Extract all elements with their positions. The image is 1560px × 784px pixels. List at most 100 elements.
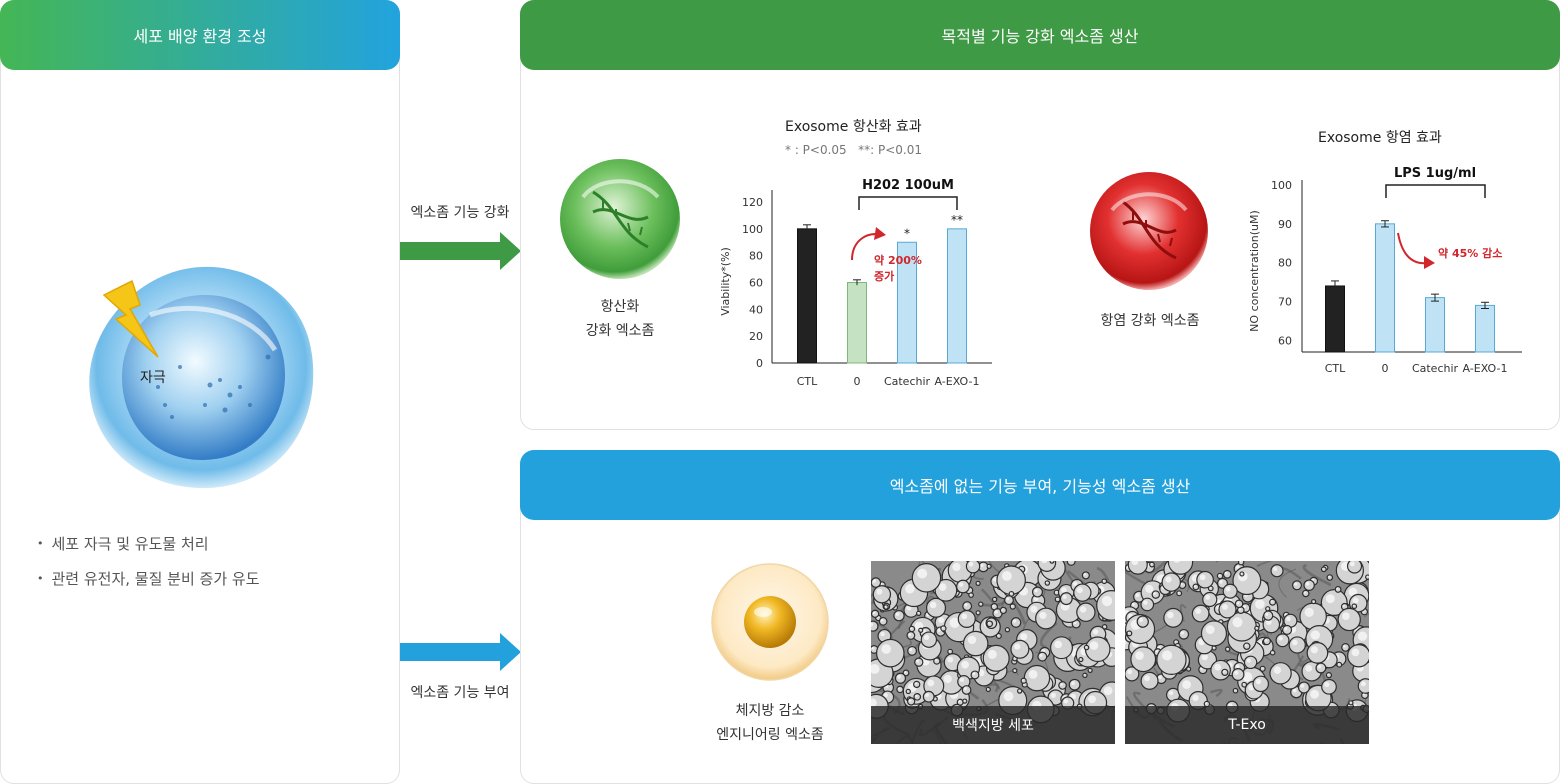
- micrograph-droplet-highlight: [1020, 633, 1028, 641]
- micrograph-lipid-droplet: [1167, 561, 1194, 575]
- micrograph-droplet-highlight: [915, 694, 918, 697]
- micrograph-droplet-highlight: [1153, 592, 1156, 595]
- micrograph-droplet-highlight: [1076, 587, 1083, 594]
- micrograph-droplet-highlight: [927, 679, 935, 687]
- micrograph-lipid-droplet: [1270, 564, 1284, 578]
- micrograph-lipid-droplet: [1216, 572, 1224, 580]
- micrograph-droplet-highlight: [1039, 611, 1047, 620]
- micrograph-droplet-highlight: [1343, 644, 1346, 648]
- micrograph-lipid-droplet: [1288, 636, 1306, 654]
- micrograph-droplet-highlight: [905, 584, 915, 594]
- micrograph-lipid-droplet: [1161, 572, 1181, 592]
- micrograph-lipid-droplet: [985, 686, 991, 693]
- micrograph-droplet-highlight: [1125, 640, 1127, 645]
- micrograph-droplet-highlight: [904, 671, 907, 674]
- micrograph-lipid-droplet: [975, 580, 981, 586]
- chart1-significance: *: [904, 226, 910, 240]
- anti-inflammatory-exosome-icon: [1090, 172, 1208, 290]
- chart1-x-tick-label: 0: [854, 375, 861, 388]
- micrograph-droplet-highlight: [1310, 646, 1318, 654]
- micrograph-droplet-highlight: [1292, 639, 1298, 646]
- micrograph-lipid-droplet: [913, 692, 922, 701]
- micrograph-droplet-highlight: [961, 660, 969, 669]
- micrograph-droplet-highlight: [1041, 561, 1048, 564]
- micrograph-droplet-highlight: [976, 582, 979, 584]
- micrograph-lipid-droplet: [1101, 578, 1108, 585]
- chart1-y-axis-label: Viability*(%): [719, 247, 732, 316]
- micrograph-lipid-droplet: [1059, 592, 1073, 606]
- micrograph-lipid-droplet: [1004, 627, 1011, 633]
- micrograph-lipid-droplet: [1176, 590, 1183, 597]
- chart1-y-tick-label: 80: [749, 250, 763, 263]
- micrograph-droplet-highlight: [938, 617, 945, 624]
- micrograph-droplet-highlight: [1246, 658, 1251, 663]
- micrograph-droplet-highlight: [1317, 664, 1322, 669]
- micrograph-lipid-droplet: [933, 657, 941, 665]
- top-right-panel: [520, 0, 1560, 430]
- top-right-header-title: 목적별 기능 강화 엑소좀 생산: [941, 27, 1139, 46]
- micrograph-droplet-highlight: [1139, 618, 1144, 622]
- micrograph-lipid-droplet: [1211, 645, 1217, 651]
- micrograph-lipid-droplet: [1282, 624, 1293, 636]
- micrograph-droplet-highlight: [1013, 669, 1015, 671]
- micrograph-lipid-droplet: [1035, 607, 1057, 630]
- micrograph-droplet-highlight: [1001, 570, 1012, 581]
- micrograph-lipid-droplet: [1222, 583, 1238, 599]
- micrograph-droplet-highlight: [1131, 602, 1135, 606]
- micrograph-droplet-highlight: [941, 626, 944, 629]
- micrograph-droplet-highlight: [872, 579, 877, 583]
- micrograph-droplet-highlight: [1083, 674, 1086, 676]
- micrograph-droplet-highlight: [1239, 561, 1242, 563]
- micrograph-droplet-highlight: [1270, 600, 1273, 603]
- chart2-y-axis-label: NO concentration(uM): [1248, 210, 1261, 332]
- micrograph-droplet-highlight: [994, 610, 998, 614]
- micrograph-droplet-highlight: [1205, 594, 1211, 600]
- micrograph-lipid-droplet: [1202, 591, 1218, 608]
- micrograph-droplet-highlight: [1242, 683, 1245, 685]
- micrograph-droplet-highlight: [987, 621, 990, 624]
- micrograph-droplet-highlight: [1061, 587, 1067, 593]
- micrograph-droplet-highlight: [883, 693, 888, 698]
- micrograph-lipid-droplet: [1054, 596, 1061, 603]
- white-adipocyte-caption: 백색지방 세포: [871, 706, 1115, 744]
- arrow-right-blue: [400, 633, 521, 671]
- micrograph-droplet-highlight: [871, 646, 875, 650]
- micrograph-droplet-highlight: [1088, 669, 1091, 671]
- micrograph-droplet-highlight: [1305, 665, 1313, 672]
- micrograph-lipid-droplet: [986, 563, 992, 569]
- micrograph-droplet-highlight: [1310, 689, 1320, 699]
- micrograph-droplet-highlight: [1150, 563, 1153, 565]
- micrograph-droplet-highlight: [1028, 669, 1038, 679]
- t-exo-caption: T-Exo: [1125, 706, 1369, 744]
- micrograph-droplet-highlight: [963, 699, 965, 702]
- micrograph-droplet-highlight: [1234, 689, 1236, 691]
- micrograph-droplet-highlight: [917, 568, 928, 579]
- top-right-header: 목적별 기능 강화 엑소좀 생산: [520, 0, 1560, 70]
- micrograph-lipid-droplet: [940, 625, 947, 632]
- micrograph-droplet-highlight: [1003, 691, 1014, 702]
- micrograph-lipid-droplet: [1303, 579, 1315, 591]
- micrograph-droplet-highlight: [1088, 695, 1097, 704]
- micrograph-lipid-droplet: [996, 565, 1026, 596]
- t-exo-image: T-Exo: [1125, 561, 1369, 744]
- micrograph-lipid-droplet: [875, 638, 905, 668]
- micrograph-droplet-highlight: [993, 598, 995, 600]
- micrograph-droplet-highlight: [1265, 612, 1269, 616]
- micrograph-lipid-droplet: [1347, 643, 1369, 668]
- chart1-annotation-text: 증가: [874, 269, 894, 283]
- micrograph-droplet-highlight: [1205, 625, 1215, 635]
- chart1-significance: **: [951, 213, 963, 227]
- micrograph-droplet-highlight: [1225, 586, 1231, 592]
- micrograph-droplet-highlight: [1352, 604, 1355, 607]
- micrograph-lipid-droplet: [914, 657, 924, 667]
- micrograph-droplet-highlight: [1143, 600, 1148, 605]
- micrograph-fiber: [1210, 688, 1223, 698]
- micrograph-lipid-droplet: [1004, 595, 1014, 606]
- chart1-x-tick-label: CTL: [797, 375, 818, 388]
- micrograph-droplet-highlight: [919, 628, 921, 631]
- micrograph-droplet-highlight: [1348, 587, 1358, 597]
- micrograph-droplet-highlight: [871, 622, 874, 627]
- micrograph-lipid-droplet: [1234, 599, 1244, 609]
- chart1-x-tick-label: A-EXO-1: [935, 375, 980, 388]
- micrograph-droplet-highlight: [1342, 612, 1350, 621]
